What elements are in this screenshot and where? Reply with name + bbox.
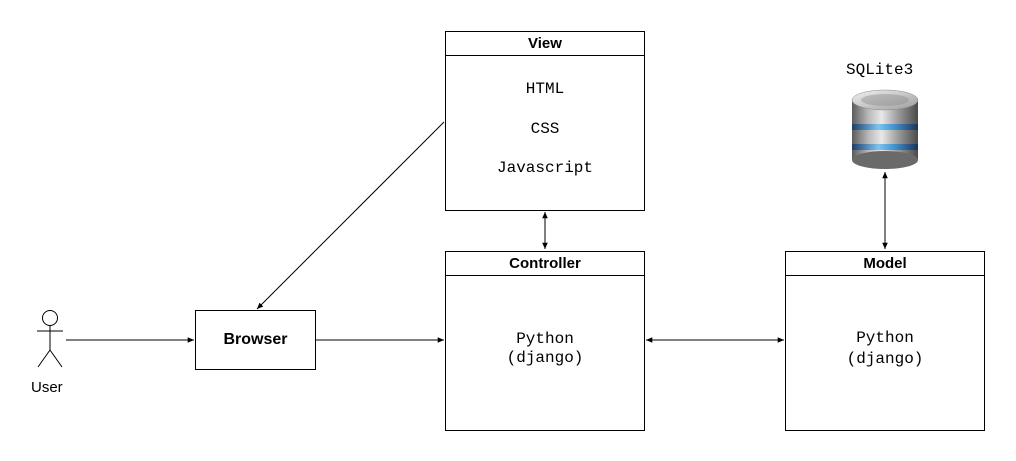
model-line-1: Python [856,329,914,347]
view-line-css: CSS [530,120,560,138]
browser-label: Browser [223,331,288,348]
model-title: Model [786,252,984,276]
view-line-javascript: Javascript [496,159,593,177]
user-label: User [31,379,63,396]
controller-box: Controller Python (django) [445,251,645,431]
controller-line-2: (django) [506,349,584,367]
view-line-html: HTML [525,80,565,98]
database-icon [851,89,919,169]
database-label: SQLite3 [846,61,914,79]
model-line-2: (django) [846,350,924,368]
controller-line-1: Python [516,330,574,348]
view-title: View [446,32,644,56]
arrow-view-to-browser [256,121,445,310]
controller-title: Controller [446,252,644,276]
user-actor-icon [37,310,63,368]
view-box: View HTML CSS Javascript [445,31,645,211]
model-box: Model Python (django) [785,251,985,431]
browser-box: Browser [195,310,316,370]
